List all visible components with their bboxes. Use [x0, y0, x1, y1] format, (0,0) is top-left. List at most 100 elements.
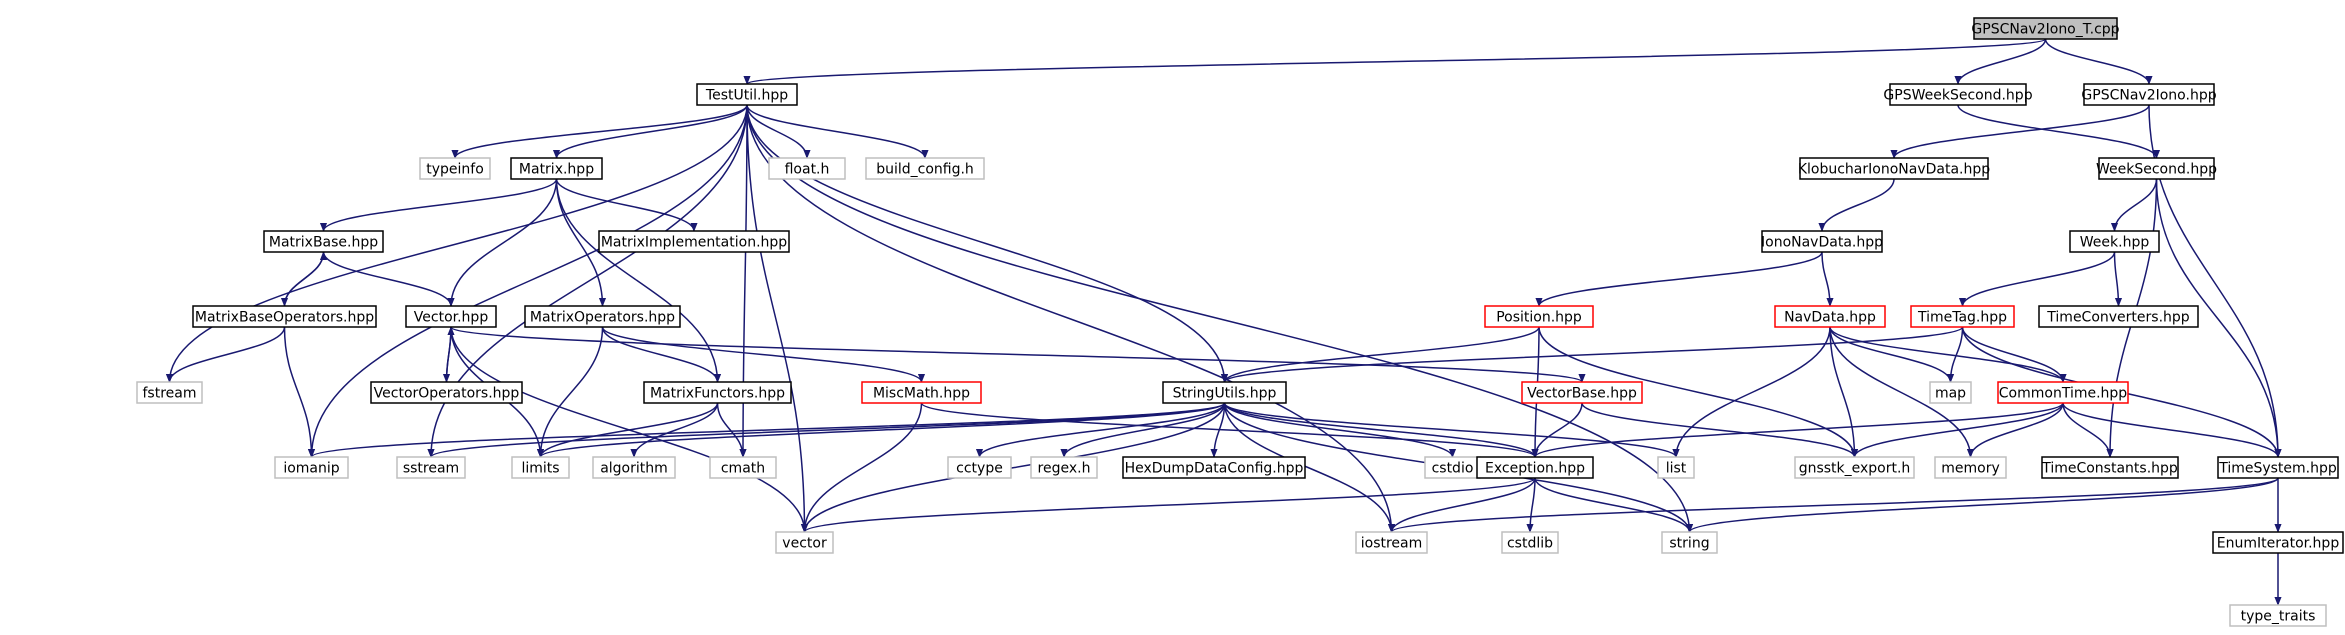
- node-hexdump[interactable]: HexDumpDataConfig.hpp: [1122, 456, 1306, 479]
- node-vectorops[interactable]: VectorOperators.hpp: [370, 381, 523, 404]
- node-gpscnav2iono[interactable]: GPSCNav2Iono.hpp: [2081, 83, 2217, 106]
- edge-timesystem-to-stringh: [1686, 477, 2279, 533]
- node-label: sstream: [403, 461, 459, 477]
- node-box: [643, 381, 792, 404]
- node-label: GPSCNav2Iono_T.cpp: [1971, 22, 2119, 38]
- node-box: [1929, 381, 1972, 404]
- node-gpsweeksecond[interactable]: GPSWeekSecond.hpp: [1883, 83, 2033, 106]
- edge-stringutils-to-cstdio: [1223, 402, 1457, 458]
- node-list: list: [1657, 456, 1695, 479]
- node-matrixbase[interactable]: MatrixBase.hpp: [263, 230, 384, 253]
- node-label: MatrixBaseOperators.hpp: [195, 310, 374, 326]
- node-box: [2212, 531, 2344, 554]
- node-label: NavData.hpp: [1784, 310, 1876, 326]
- node-box: [861, 381, 982, 404]
- node-vector[interactable]: Vector.hpp: [405, 305, 497, 328]
- node-commontime[interactable]: CommonTime.hpp: [1997, 381, 2129, 404]
- edge-stringutils-to-cctype: [975, 402, 1226, 458]
- node-label: WeekSecond.hpp: [2096, 162, 2217, 178]
- node-label: MatrixBase.hpp: [269, 235, 378, 251]
- edge-stringutils-to-hexdump: [1210, 402, 1226, 458]
- edge-matrix-to-vector: [447, 178, 558, 307]
- node-position[interactable]: Position.hpp: [1484, 305, 1594, 328]
- edge-root-to-testutil: [743, 38, 2047, 85]
- edge-weeksecond-to-week: [2110, 178, 2158, 232]
- node-vectorbase[interactable]: VectorBase.hpp: [1521, 381, 1643, 404]
- node-root[interactable]: GPSCNav2Iono_T.cpp: [1971, 17, 2120, 40]
- node-klobuchar[interactable]: KlobucharIonoNavData.hpp: [1798, 157, 1990, 180]
- node-timeconverters[interactable]: TimeConverters.hpp: [2038, 305, 2199, 328]
- node-label: KlobucharIonoNavData.hpp: [1798, 162, 1990, 178]
- edge-stringutils-to-exception: [1223, 402, 1539, 458]
- edge-matrixbaseops-to-matrixbase: [283, 251, 328, 307]
- node-week[interactable]: Week.hpp: [2069, 230, 2160, 253]
- node-box: [865, 157, 985, 180]
- node-box: [709, 456, 777, 479]
- node-weeksecond[interactable]: WeekSecond.hpp: [2096, 157, 2217, 180]
- node-box: [192, 305, 377, 328]
- node-label: GPSWeekSecond.hpp: [1883, 88, 2032, 104]
- node-label: vector: [782, 536, 827, 552]
- edge-matrixfunctors-to-cmath: [716, 402, 747, 458]
- node-exception[interactable]: Exception.hpp: [1476, 456, 1594, 479]
- node-cstdio: cstdio: [1424, 456, 1481, 479]
- node-box: [419, 157, 491, 180]
- edge-weeksecond-to-timesystem: [2155, 178, 2282, 458]
- node-navdata[interactable]: NavData.hpp: [1774, 305, 1886, 328]
- edge-matrixops-to-miscmath: [601, 326, 925, 383]
- node-label: VectorOperators.hpp: [374, 386, 520, 402]
- edge-matrixops-to-matrixfunctors: [601, 326, 722, 383]
- node-label: Vector.hpp: [414, 310, 489, 326]
- node-buildconfig: build_config.h: [865, 157, 985, 180]
- node-stringutils[interactable]: StringUtils.hpp: [1162, 381, 1287, 404]
- node-timetag[interactable]: TimeTag.hpp: [1910, 305, 2015, 328]
- node-label: EnumIterator.hpp: [2217, 536, 2340, 552]
- node-gnsstkexport: gnsstk_export.h: [1794, 456, 1915, 479]
- node-matrixbaseops[interactable]: MatrixBaseOperators.hpp: [192, 305, 377, 328]
- node-label: string: [1669, 536, 1709, 552]
- node-miscmath[interactable]: MiscMath.hpp: [861, 381, 982, 404]
- node-label: iomanip: [283, 461, 339, 477]
- node-box: [1889, 83, 2027, 106]
- node-box: [370, 381, 523, 404]
- node-label: Matrix.hpp: [519, 162, 594, 178]
- edge-stringutils-to-list: [1223, 402, 1680, 458]
- node-enumiterator[interactable]: EnumIterator.hpp: [2212, 531, 2344, 554]
- node-label: algorithm: [600, 461, 668, 477]
- node-box: [263, 230, 384, 253]
- node-matrixfunctors[interactable]: MatrixFunctors.hpp: [643, 381, 792, 404]
- edge-testutil-to-fstream: [165, 104, 748, 383]
- node-box: [1030, 456, 1098, 479]
- node-box: [947, 456, 1012, 479]
- node-cstdlib: cstdlib: [1501, 531, 1559, 554]
- edge-testutil-to-matrix: [552, 104, 748, 159]
- node-label: Position.hpp: [1496, 310, 1582, 326]
- node-timesystem[interactable]: TimeSystem.hpp: [2217, 456, 2339, 479]
- node-label: Week.hpp: [2080, 235, 2150, 251]
- edge-commontime-to-timesystem: [2062, 402, 2282, 458]
- edge-stringutils-to-limits: [537, 402, 1226, 458]
- node-label: cstdlib: [1507, 536, 1553, 552]
- node-algorithm: algorithm: [592, 456, 676, 479]
- edge-matrix-to-matrixbase: [319, 178, 558, 232]
- edge-klobuchar-to-ionoNavData: [1818, 178, 1895, 232]
- edge-ionoNavData-to-navdata: [1821, 251, 1834, 307]
- node-matrixops[interactable]: MatrixOperators.hpp: [524, 305, 681, 328]
- node-testutil[interactable]: TestUtil.hpp: [696, 83, 798, 106]
- node-iononavdata[interactable]: IonoNavData.hpp: [1761, 230, 1883, 253]
- node-matriximpl[interactable]: MatrixImplementation.hpp: [598, 230, 790, 253]
- node-label: TimeSystem.hpp: [2218, 461, 2337, 477]
- edge-matrixfunctors-to-algorithm: [630, 402, 719, 458]
- node-label: float.h: [785, 162, 830, 178]
- node-timeconstants[interactable]: TimeConstants.hpp: [2041, 456, 2179, 479]
- node-fstream: fstream: [136, 381, 203, 404]
- node-typeinfo: typeinfo: [419, 157, 491, 180]
- node-box: [136, 381, 203, 404]
- node-label: MatrixOperators.hpp: [530, 310, 675, 326]
- node-box: [274, 456, 349, 479]
- edge-exception-to-stringh: [1534, 477, 1694, 533]
- edge-matrixfunctors-to-limits: [536, 402, 719, 458]
- node-box: [1910, 305, 2015, 328]
- node-matrix[interactable]: Matrix.hpp: [510, 157, 603, 180]
